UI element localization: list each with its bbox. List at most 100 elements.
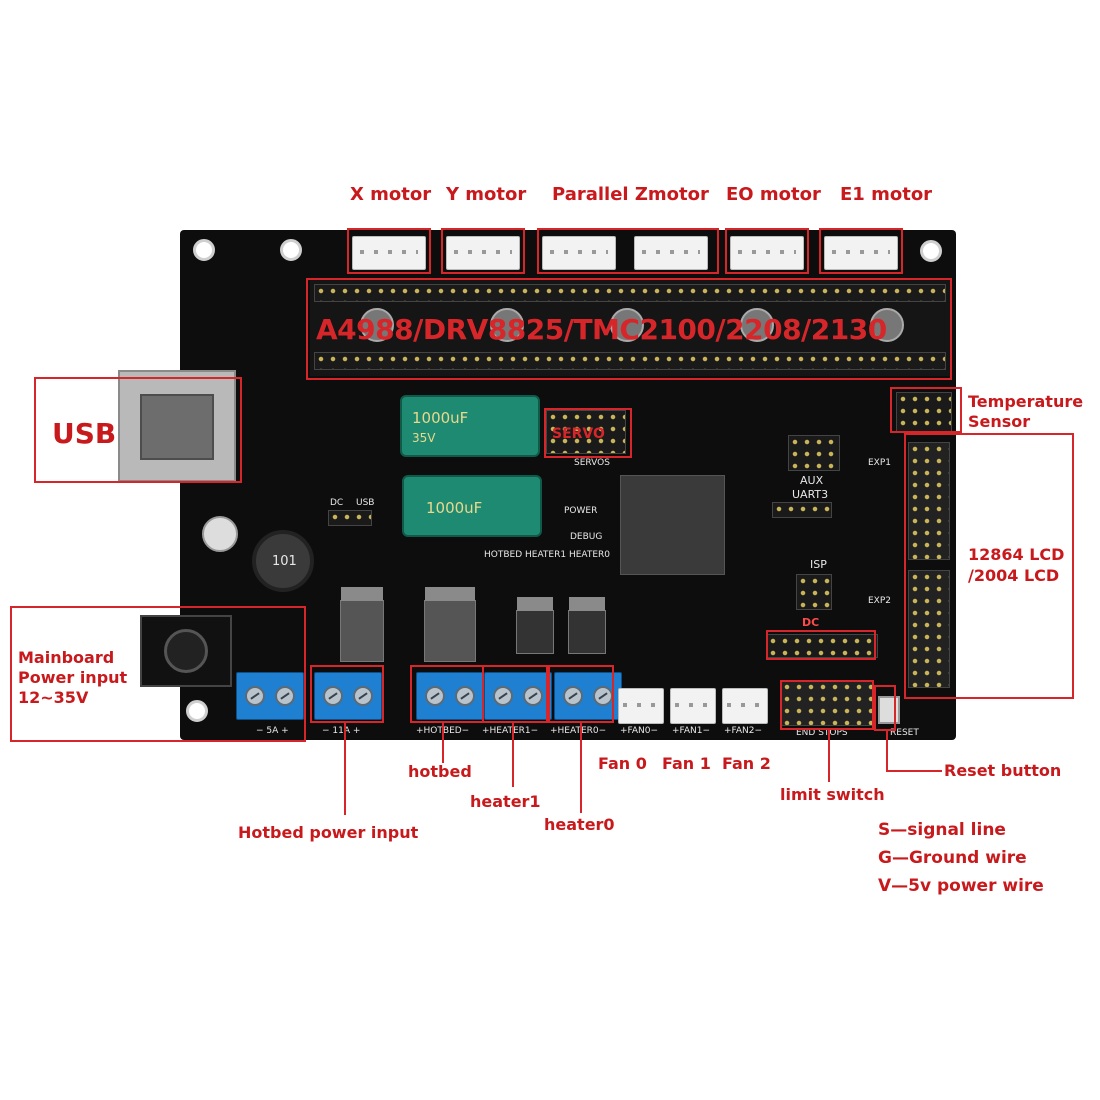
x-motor-label: X motor	[350, 184, 432, 205]
servos-silk: SERVOS	[574, 458, 610, 468]
main-power-terminal[interactable]	[236, 672, 304, 720]
reset-button-label: Reset button	[944, 761, 1062, 780]
heater1-mosfet	[568, 597, 606, 654]
dc-barrel-jack	[140, 615, 232, 687]
hotbed-mosfet	[516, 597, 554, 654]
dc-jumper-silk: DC	[330, 498, 344, 508]
driver-header-row	[314, 284, 946, 302]
fan1-connector[interactable]	[670, 688, 716, 724]
z1-motor-connector[interactable]	[542, 236, 616, 270]
end-stops-silk: END STOPS	[796, 728, 848, 738]
e1-motor-label: E1 motor	[840, 184, 933, 205]
uart3-silk: UART3	[792, 488, 829, 501]
legend-signal: S—signal line	[878, 820, 1006, 840]
temperature-sensor-box	[890, 387, 962, 433]
usb-box	[34, 377, 242, 483]
usb-label: USB	[52, 417, 117, 450]
uart3-header	[772, 502, 832, 518]
mainboard: 1000uF 35V 1000uF 101 SERVOS AUX UART3 I…	[118, 230, 956, 740]
term-5a-silk: − 5A +	[256, 726, 289, 736]
z2-motor-connector[interactable]	[634, 236, 708, 270]
fan1-label: Fan 1	[662, 754, 711, 773]
term-fan0-silk: +FAN0−	[620, 726, 659, 736]
usb-jumper-silk: USB	[356, 498, 375, 508]
heater0-leader	[580, 723, 582, 813]
driver-potentiometer	[490, 308, 524, 342]
legend-power: V—5v power wire	[878, 876, 1044, 896]
hotbed-power-input-label: Hotbed power input	[238, 823, 419, 842]
term-11a-silk: − 11A +	[322, 726, 361, 736]
e1-motor-connector[interactable]	[824, 236, 898, 270]
x-motor-connector[interactable]	[352, 236, 426, 270]
limit-switch-label: limit switch	[780, 785, 885, 804]
usb-b-connector	[118, 370, 236, 482]
hotbed-box	[410, 665, 484, 723]
exp2-header	[908, 570, 950, 688]
mounting-hole	[186, 700, 208, 722]
isp-silk: ISP	[810, 558, 827, 571]
hotbed-power-terminal[interactable]	[314, 672, 382, 720]
hotbed-terminal[interactable]	[416, 672, 484, 720]
exp2-silk: EXP2	[868, 596, 892, 606]
servo-header	[546, 410, 626, 454]
driver-potentiometer	[740, 308, 774, 342]
mounting-hole	[920, 240, 942, 262]
isp-header	[796, 574, 832, 610]
drivers-label: A4988/DRV8825/TMC2100/2208/2130	[316, 313, 887, 346]
dc-header-box	[766, 630, 876, 660]
heater1-leader	[512, 723, 514, 787]
hotbed-label: hotbed	[408, 762, 472, 781]
hotbed-leader	[442, 723, 444, 763]
temperature-sensor-label: Temperature Sensor	[968, 392, 1084, 431]
heater1-label: heater1	[470, 792, 541, 811]
fan2-label: Fan 2	[722, 754, 771, 773]
servo-box	[544, 408, 632, 458]
e0-motor-connector[interactable]	[730, 236, 804, 270]
small-capacitor	[202, 516, 238, 552]
heater0-label: heater0	[544, 815, 615, 834]
parallel-zmotor-box	[537, 228, 719, 274]
fan2-connector[interactable]	[722, 688, 768, 724]
driver-potentiometer	[360, 308, 394, 342]
dc-silk: DC	[802, 616, 820, 629]
y-motor-connector[interactable]	[446, 236, 520, 270]
hotbed-power-leader	[344, 723, 346, 815]
heater0-box	[548, 665, 614, 723]
term-heater0-silk: +HEATER0−	[550, 726, 607, 736]
servo-label: SERVO	[552, 426, 605, 442]
fan0-connector[interactable]	[618, 688, 664, 724]
exp1-silk: EXP1	[868, 458, 892, 468]
legend-ground: G—Ground wire	[878, 848, 1027, 868]
y-motor-label: Y motor	[446, 184, 527, 205]
limit-switch-leader	[828, 730, 830, 782]
electrolytic-capacitor: 1000uF	[402, 475, 542, 537]
voltage-regulator	[340, 587, 384, 662]
y-motor-box	[441, 228, 525, 274]
mosfet-row-silk: HOTBED HEATER1 HEATER0	[484, 550, 611, 560]
atmega2560-mcu	[620, 475, 725, 575]
power-silk: POWER	[564, 506, 598, 516]
power-input-box	[10, 606, 306, 742]
electrolytic-capacitor: 1000uF 35V	[400, 395, 540, 457]
endstops-box	[780, 680, 874, 730]
parallel-zmotor-label: Parallel Zmotor	[552, 184, 709, 205]
heater0-terminal[interactable]	[554, 672, 622, 720]
heater1-terminal[interactable]	[484, 672, 552, 720]
debug-silk: DEBUG	[570, 532, 603, 542]
mounting-hole	[280, 239, 302, 261]
reset-leader-v	[886, 731, 888, 771]
aux-silk: AUX	[800, 474, 824, 487]
x-motor-box	[347, 228, 431, 274]
power-jumper[interactable]	[328, 510, 372, 526]
hotbed-power-box	[310, 665, 384, 723]
term-fan2-silk: +FAN2−	[724, 726, 763, 736]
heater1-box	[482, 665, 548, 723]
e0-motor-label: EO motor	[726, 184, 821, 205]
term-heater1-silk: +HEATER1−	[482, 726, 539, 736]
inductor: 101	[252, 530, 314, 592]
term-fan1-silk: +FAN1−	[672, 726, 711, 736]
reset-silk: RESET	[890, 728, 919, 738]
driver-potentiometer	[870, 308, 904, 342]
driver-header-row	[314, 352, 946, 370]
power-input-label: Mainboard Power input 12~35V	[18, 648, 128, 707]
